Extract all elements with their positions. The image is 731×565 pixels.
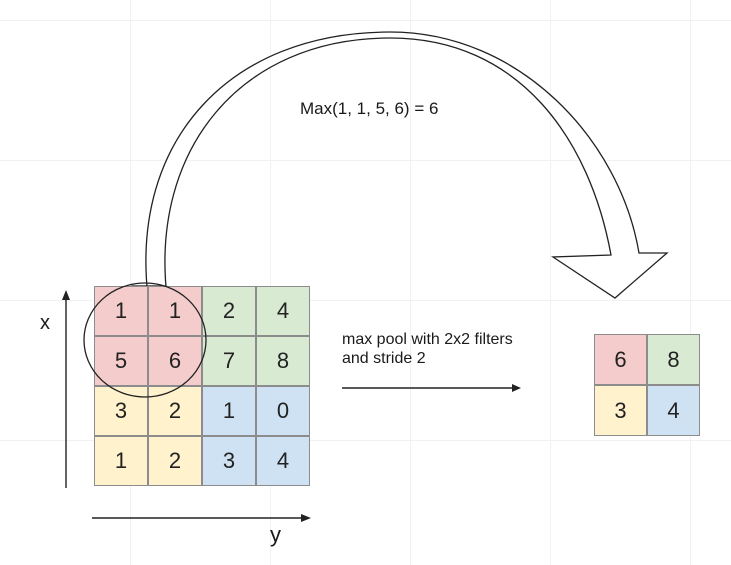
- output-cell-1-0: 3: [594, 385, 647, 436]
- input-cell-1-1: 6: [148, 336, 202, 386]
- output-cell-1-1: 4: [647, 385, 700, 436]
- pool-caption: max pool with 2x2 filters and stride 2: [342, 330, 513, 368]
- x-axis-arrowhead: [62, 290, 70, 300]
- input-cell-1-2: 7: [202, 336, 256, 386]
- curved-arrow: [145, 31, 669, 299]
- input-cell-3-2: 3: [202, 436, 256, 486]
- input-cell-0-0: 1: [94, 286, 148, 336]
- max-formula: Max(1, 1, 5, 6) = 6: [300, 99, 439, 118]
- pool-arrowhead: [512, 384, 521, 392]
- y-axis-label: y: [270, 522, 281, 547]
- output-cell-0-0: 6: [594, 334, 647, 385]
- input-cell-0-2: 2: [202, 286, 256, 336]
- input-cell-3-1: 2: [148, 436, 202, 486]
- input-cell-2-3: 0: [256, 386, 310, 436]
- x-axis-label: x: [40, 312, 50, 334]
- input-cell-3-3: 4: [256, 436, 310, 486]
- y-axis-arrowhead: [301, 514, 311, 522]
- input-cell-1-3: 8: [256, 336, 310, 386]
- pool-caption-line2: and stride 2: [342, 350, 426, 367]
- input-cell-2-0: 3: [94, 386, 148, 436]
- output-cell-0-1: 8: [647, 334, 700, 385]
- input-cell-2-1: 2: [148, 386, 202, 436]
- input-cell-2-2: 1: [202, 386, 256, 436]
- input-cell-3-0: 1: [94, 436, 148, 486]
- input-cell-0-3: 4: [256, 286, 310, 336]
- input-cell-1-0: 5: [94, 336, 148, 386]
- pool-caption-line1: max pool with 2x2 filters: [342, 331, 513, 348]
- input-cell-0-1: 1: [148, 286, 202, 336]
